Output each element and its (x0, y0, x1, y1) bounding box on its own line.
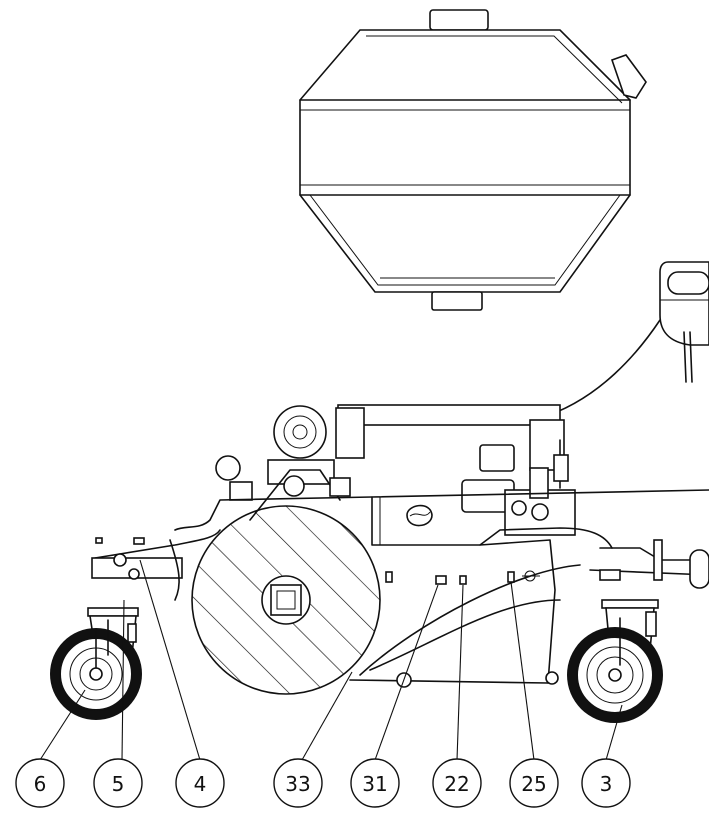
callout-33: 33 (273, 758, 323, 808)
svg-text:5: 5 (112, 772, 125, 796)
leader-6 (39, 689, 86, 761)
callout-5: 5 (93, 758, 143, 808)
left-caster-mount (91, 529, 221, 601)
svg-text:6: 6 (34, 772, 47, 796)
leader-25 (510, 581, 535, 761)
svg-text:25: 25 (521, 772, 546, 796)
machine-frame (174, 489, 709, 688)
callout-25: 25 (509, 758, 559, 808)
drive-motor-assembly (215, 404, 565, 521)
callouts: 6 5 4 33 31 22 25 3 (15, 758, 631, 808)
drive-wheel (191, 505, 381, 695)
svg-text:33: 33 (285, 772, 310, 796)
leader-33 (301, 671, 353, 761)
fastener-marks (385, 570, 540, 585)
callout-31: 31 (350, 758, 400, 808)
callout-3: 3 (581, 758, 631, 808)
svg-text:4: 4 (194, 772, 207, 796)
callout-22: 22 (432, 758, 482, 808)
leader-5 (121, 599, 125, 761)
leader-31 (374, 584, 439, 761)
leader-22 (456, 584, 464, 761)
left-caster-wheel (50, 607, 142, 720)
svg-text:22: 22 (444, 772, 469, 796)
hopper (299, 9, 647, 311)
right-caster-wheel (567, 569, 663, 723)
callout-4: 4 (175, 758, 225, 808)
svg-text:31: 31 (362, 772, 387, 796)
leader-lines (39, 559, 623, 761)
svg-text:3: 3 (600, 772, 613, 796)
leader-4 (139, 559, 201, 761)
leader-3 (605, 704, 623, 761)
callout-6: 6 (15, 758, 65, 808)
hydraulic-valve (461, 439, 576, 536)
